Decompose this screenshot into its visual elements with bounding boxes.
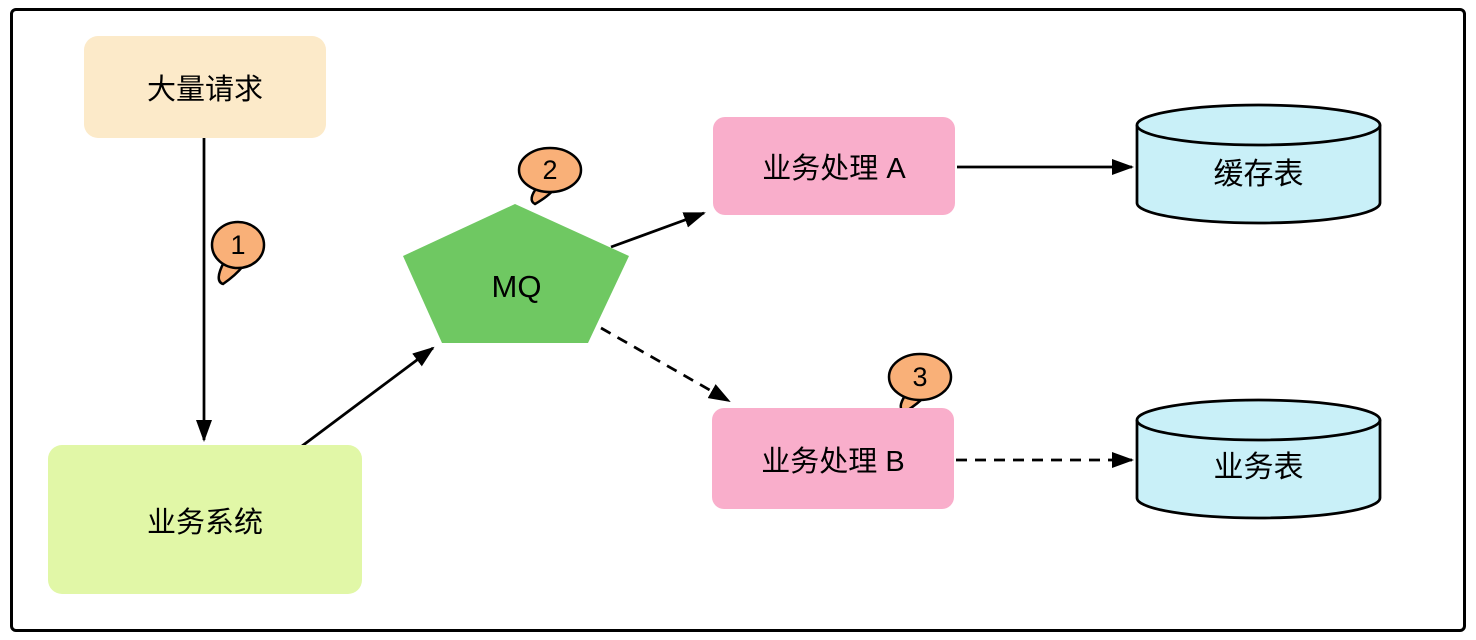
badge-2-bubble-icon xyxy=(517,146,583,206)
mq-pentagon-shape xyxy=(403,204,629,343)
node-process-a-label: 业务处理 A xyxy=(762,153,906,185)
node-process-b: 业务处理 B xyxy=(712,408,954,509)
node-massive-requests: 大量请求 xyxy=(84,36,326,138)
node-process-a: 业务处理 A xyxy=(713,117,955,215)
node-massive-requests-label: 大量请求 xyxy=(146,74,263,106)
node-cache-table-label: 缓存表 xyxy=(1213,158,1304,191)
arrow-mq-to-process-a xyxy=(610,211,706,249)
node-process-b-label: 业务处理 B xyxy=(761,445,905,478)
business-table-cylinder-shape xyxy=(1135,398,1382,520)
arrow-mq-to-process-b xyxy=(600,326,731,403)
node-business-system-label: 业务系统 xyxy=(146,506,263,539)
badge-2-label: 2 xyxy=(542,154,558,185)
node-business-table-label: 业务表 xyxy=(1213,451,1304,484)
badge-3-label: 3 xyxy=(912,361,928,392)
badge-1-label: 1 xyxy=(230,229,246,260)
node-business-system: 业务系统 xyxy=(48,445,362,594)
arrow-system-to-mq xyxy=(301,346,435,448)
node-mq-label: MQ xyxy=(491,268,542,304)
badge-1-bubble-icon xyxy=(210,220,266,286)
cache-table-cylinder-shape xyxy=(1135,103,1382,225)
